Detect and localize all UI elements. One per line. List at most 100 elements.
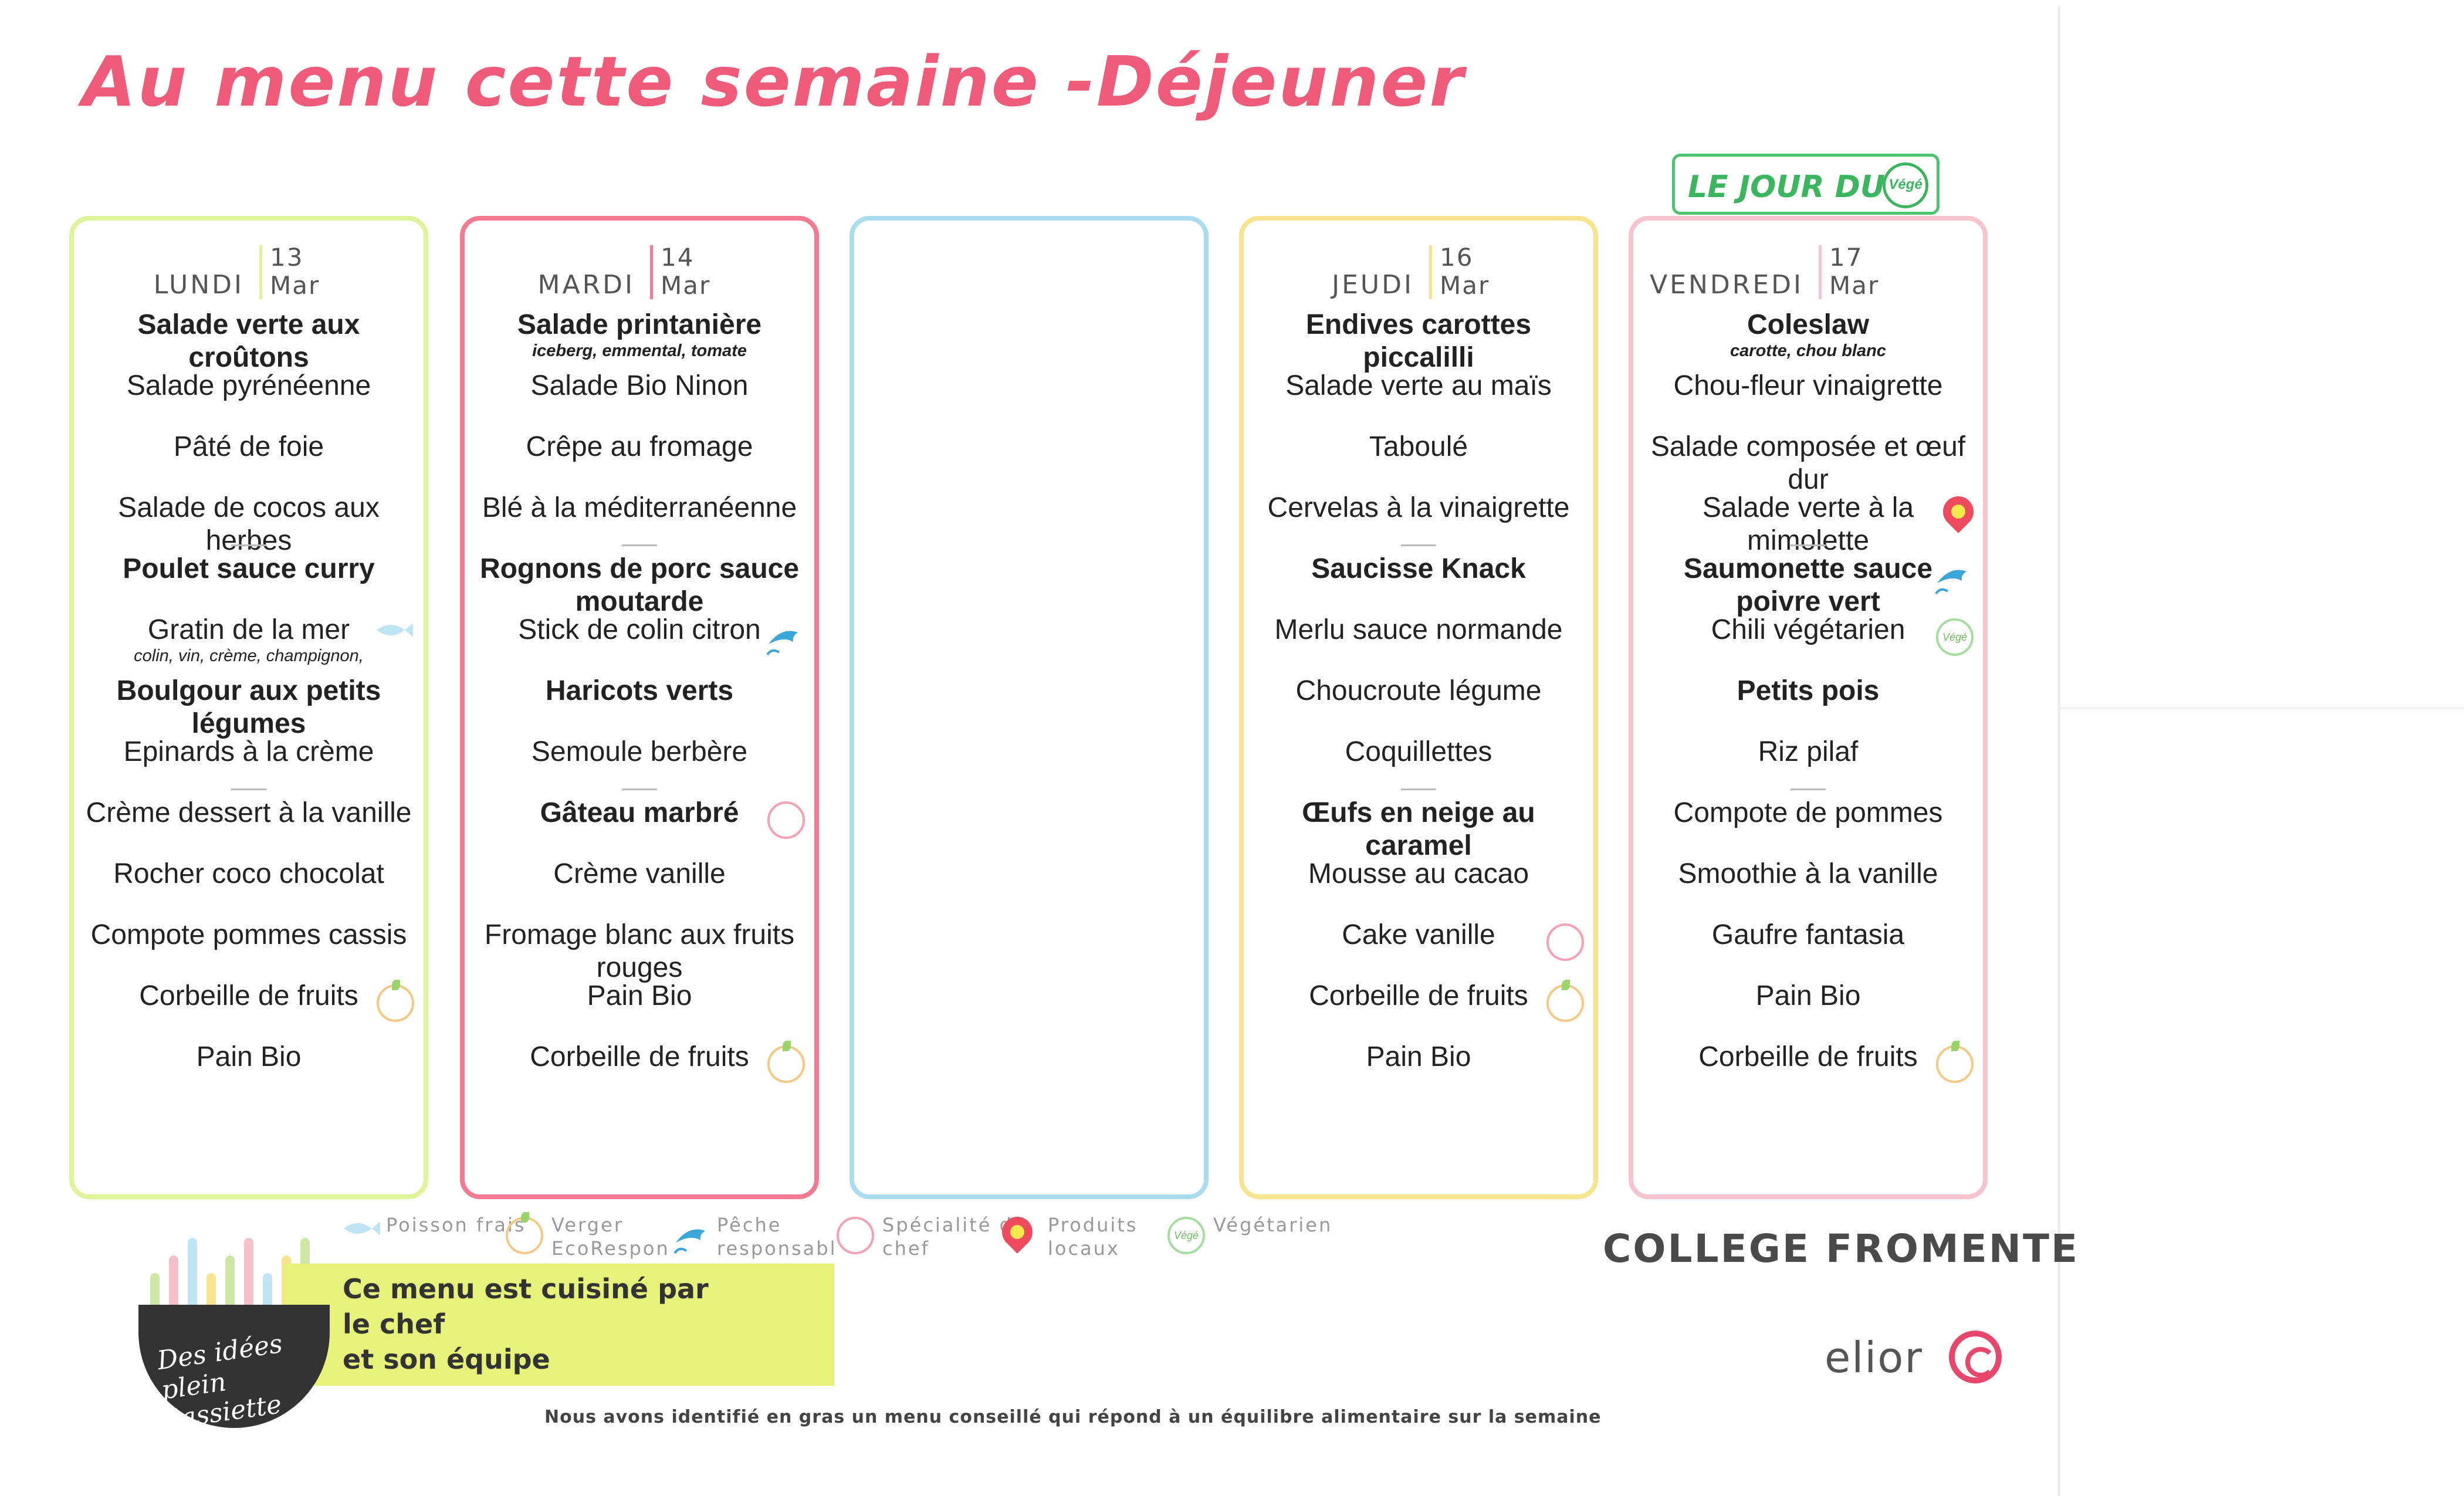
chef-message-line: et son équipe (343, 1343, 550, 1375)
chef-icon (767, 801, 805, 839)
menu-item-label: Corbeille de fruits (530, 1041, 749, 1072)
menu-item: Salade composée et œuf dur (1645, 431, 1971, 496)
menu-item-label: Semoule berbère (531, 736, 748, 767)
menu-item: Salade verte aux croûtons (86, 309, 412, 374)
page-edge-divider-horizontal (2060, 708, 2464, 709)
utensil-shape (244, 1238, 253, 1308)
course-divider (622, 544, 657, 546)
day-month: Mar (270, 271, 320, 300)
menu-item-label: Crème vanille (553, 858, 726, 889)
course-divider (231, 788, 266, 790)
menu-item-detail: colin, vin, crème, champignon, (134, 647, 364, 665)
menu-item: Riz pilaf (1645, 736, 1971, 769)
page-edge-divider (2058, 6, 2060, 1496)
verger-icon (1936, 1041, 1974, 1083)
menu-item-label: Rocher coco chocolat (113, 858, 384, 889)
school-name: COLLEGE FROMENTE (1603, 1226, 2080, 1271)
menu-item: Haricots verts (476, 675, 803, 708)
menu-item: Mousse au cacao (1255, 858, 1582, 891)
menu-item: Pain Bio (476, 980, 803, 1013)
menu-item-label: Œufs en neige au caramel (1302, 797, 1535, 861)
menu-item-label: Epinards à la crème (123, 736, 374, 767)
verger-icon (767, 1041, 805, 1083)
menu-item: Corbeille de fruits (1645, 1041, 1971, 1074)
menu-item-label: Corbeille de fruits (1698, 1041, 1918, 1072)
vege-day-badge: LE JOUR DU Végé (1672, 154, 1940, 215)
menu-item: Chili végétarien (1645, 614, 1971, 647)
menu-item: Salade verte à la mimolette (1645, 492, 1971, 557)
menu-item: Crème dessert à la vanille (86, 797, 412, 830)
menu-item-label: Salade composée et œuf dur (1650, 431, 1966, 495)
menu-item-label: Pain Bio (1755, 980, 1861, 1011)
menu-item-label: Gaufre fantasia (1711, 919, 1905, 950)
menu-item: Blé à la méditerranéenne (476, 492, 803, 524)
menu-item: Petits pois (1645, 675, 1971, 708)
day-header-separator (1819, 245, 1822, 299)
utensil-shape (169, 1255, 178, 1308)
menu-item-label: Coleslaw (1747, 309, 1870, 340)
legend-label: Pêche responsabl (717, 1214, 837, 1260)
utensil-shape (150, 1273, 160, 1308)
menu-item: Taboulé (1255, 431, 1582, 463)
menu-item: Corbeille de fruits (1255, 980, 1582, 1013)
menu-item: Endives carottes piccalilli (1255, 309, 1582, 374)
vege-icon: Végé (1883, 163, 1928, 208)
menu-item: Boulgour aux petits légumes (86, 675, 412, 740)
menu-item: Rognons de porc sauce moutarde (476, 553, 803, 618)
menu-item-label: Rognons de porc sauce moutarde (479, 553, 800, 617)
day-name: JEUDI (1332, 270, 1414, 300)
menu-item-label: Boulgour aux petits légumes (116, 675, 381, 739)
menu-item-label: Coquillettes (1345, 736, 1492, 767)
footnote: Nous avons identifié en gras un menu con… (544, 1407, 1602, 1427)
menu-item-label: Haricots verts (545, 675, 734, 706)
menu-item-label: Endives carottes piccalilli (1305, 309, 1532, 373)
course-divider (1791, 544, 1826, 546)
day-month: Mar (1440, 271, 1490, 300)
course-divider (1791, 788, 1826, 790)
chef-message-box: Ce menu est cuisiné par le chef et son é… (284, 1264, 834, 1386)
menu-item-label: Saumonette sauce poivre vert (1683, 553, 1933, 617)
peche-icon (764, 618, 805, 659)
day-card-mercredi (849, 216, 1209, 1199)
menu-item: Crêpe au fromage (476, 431, 803, 463)
menu-item: Poulet sauce curry (86, 553, 412, 585)
day-number: 13 (270, 243, 304, 272)
menu-item-label: Taboulé (1369, 431, 1468, 462)
legend-label: Poisson frais (386, 1214, 526, 1236)
menu-item-label: Compote de pommes (1673, 797, 1943, 828)
day-header-separator (1429, 245, 1432, 299)
day-name: MARDI (537, 270, 635, 300)
menu-item: Epinards à la crème (86, 736, 412, 769)
menu-item-label: Pain Bio (587, 980, 692, 1011)
chef-icon (837, 1217, 874, 1254)
menu-item: Choucroute légume (1255, 675, 1582, 708)
menu-item-label: Poulet sauce curry (123, 553, 375, 584)
menu-item: Salade Bio Ninon (476, 370, 803, 402)
menu-item-label: Saucisse Knack (1311, 553, 1526, 584)
day-number: 16 (1440, 243, 1474, 272)
day-month: Mar (1829, 271, 1880, 300)
menu-item: Saumonette sauce poivre vert (1645, 553, 1971, 618)
utensil-shape (263, 1273, 272, 1308)
menu-item: Fromage blanc aux fruits rouges (476, 919, 803, 984)
course-divider (231, 544, 266, 546)
menu-item-label: Choucroute légume (1295, 675, 1542, 706)
menu-item-label: Corbeille de fruits (139, 980, 358, 1011)
day-name: LUNDI (153, 270, 244, 300)
menu-item-label: Chili végétarien (1711, 614, 1905, 645)
elior-logo-icon (1949, 1331, 2002, 1383)
menu-item-label: Blé à la méditerranéenne (482, 492, 797, 523)
menu-item-label: Crêpe au fromage (526, 431, 753, 462)
utensil-shape (188, 1238, 197, 1308)
legend-label: Produits locaux (1048, 1214, 1138, 1260)
vege-day-badge-text: LE JOUR DU (1688, 170, 1886, 205)
course-divider (1401, 788, 1436, 790)
